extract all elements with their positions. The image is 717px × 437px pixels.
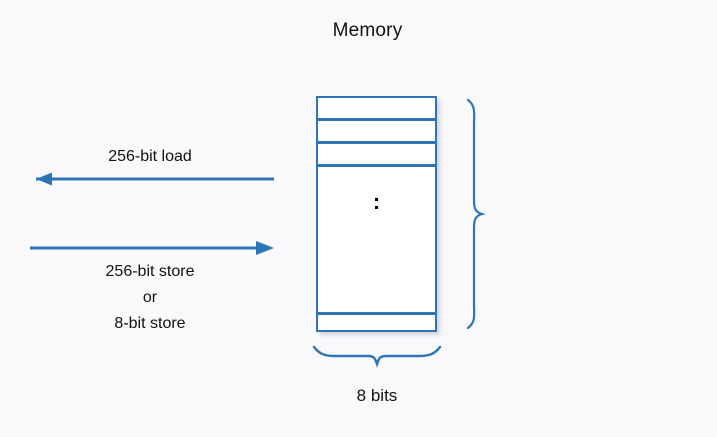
page-title-text: Memory bbox=[332, 20, 403, 41]
memory-cell bbox=[316, 165, 437, 314]
memory-cell bbox=[316, 96, 437, 120]
load-arrow bbox=[36, 172, 274, 186]
page-title: Memory bbox=[0, 20, 717, 42]
memory-width-label: 8 bits bbox=[356, 386, 398, 405]
memory-cell bbox=[316, 119, 437, 143]
bottom-brace-icon bbox=[312, 345, 442, 368]
right-brace-icon bbox=[466, 98, 486, 330]
memory-cell bbox=[316, 313, 437, 332]
store-arrow bbox=[30, 241, 274, 255]
memory-block: : bbox=[316, 96, 437, 332]
store-label-line-3: 8-bit store bbox=[114, 315, 186, 332]
store-label-line-1: 256-bit store bbox=[105, 263, 195, 280]
memory-cell bbox=[316, 142, 437, 166]
store-label-line-2: or bbox=[142, 289, 158, 306]
store-label-group: 256-bit store or 8-bit store bbox=[10, 259, 290, 337]
load-label: 256-bit load bbox=[108, 148, 192, 165]
